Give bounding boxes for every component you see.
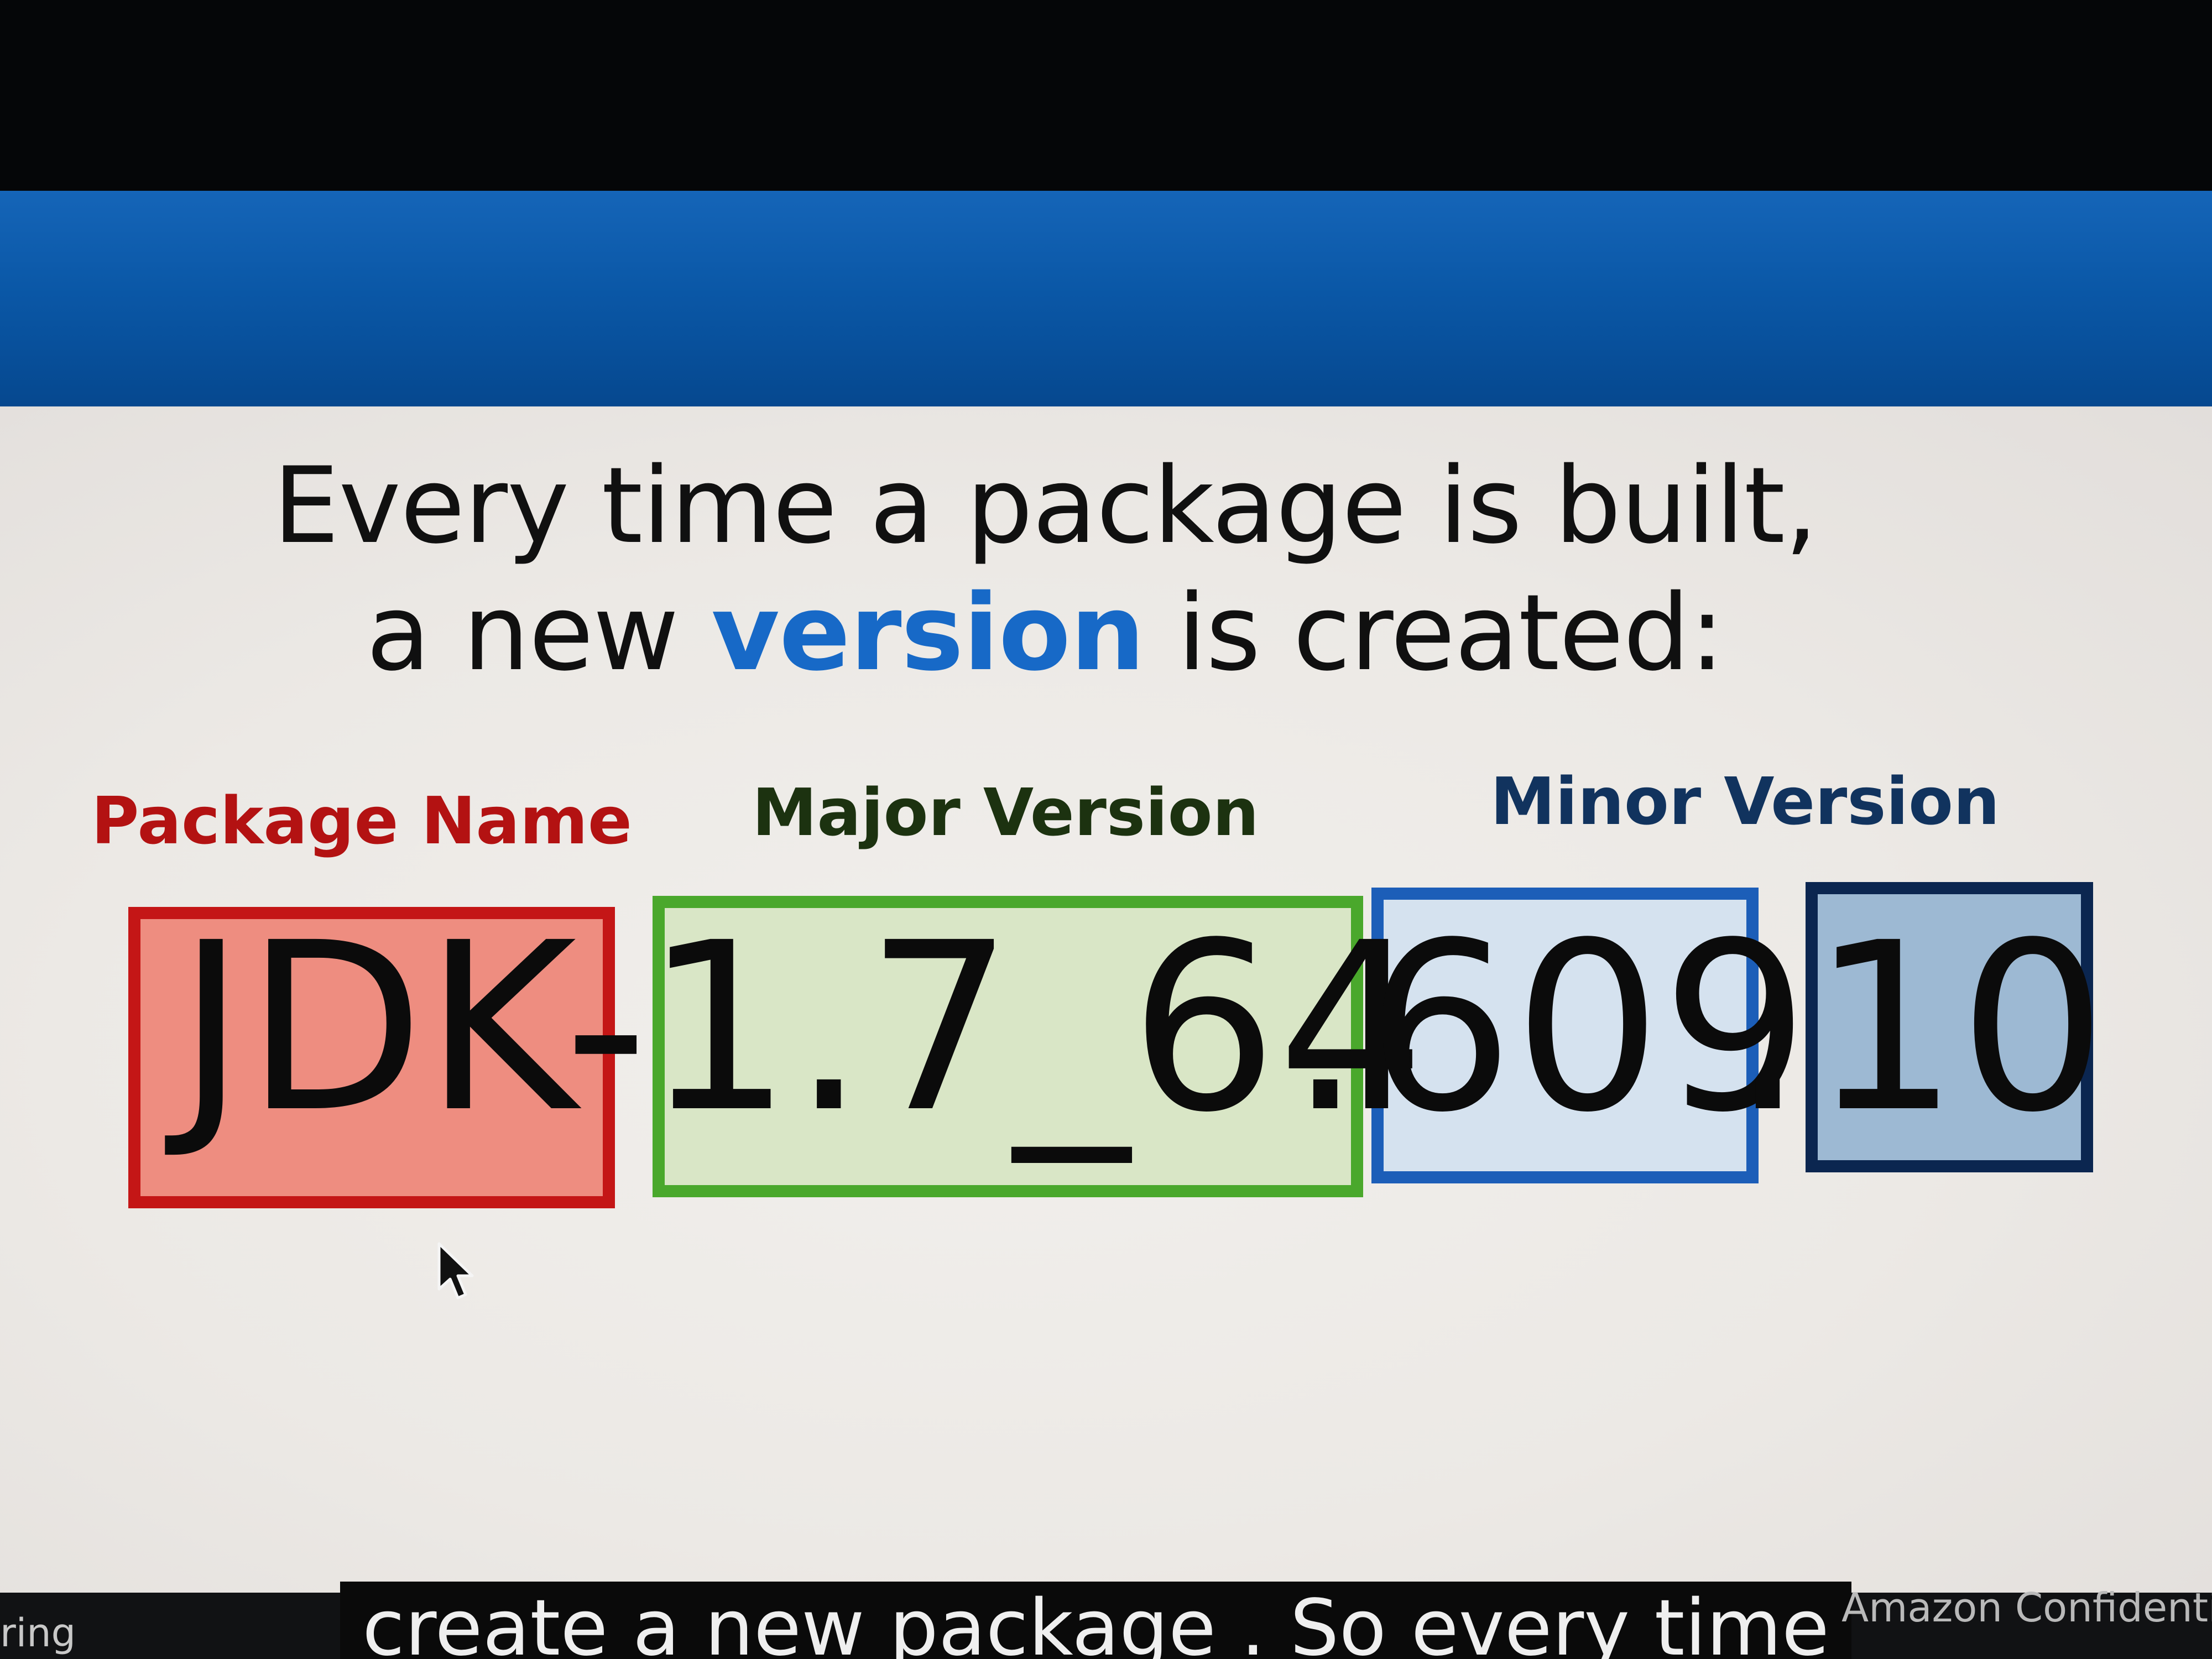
title-line-2-after: is created: — [1144, 572, 1725, 694]
slide-header-band — [0, 191, 2212, 420]
version-patch: 10 — [1811, 893, 2107, 1164]
slide-title: Every time a package is built, a new ver… — [0, 442, 2090, 697]
version-dot-1: . — [1288, 893, 1363, 1164]
title-line-2-before: a new — [366, 572, 712, 694]
mouse-pointer-icon — [437, 1242, 474, 1300]
title-accent-word: version — [711, 572, 1145, 694]
title-line-2: a new version is created: — [0, 570, 2090, 697]
minor-version-box — [1371, 888, 1759, 1183]
left-fragment-text: ring — [0, 1610, 76, 1656]
version-major: 1.7_64 — [644, 893, 1426, 1164]
minor-version-label: Minor Version — [1490, 763, 2000, 839]
version-minor: 609 — [1366, 893, 1809, 1164]
title-line-1: Every time a package is built, — [273, 445, 1818, 567]
subtitle-caption: create a new package . So every time — [340, 1582, 1851, 1659]
version-dash: - — [564, 893, 648, 1164]
version-package-name: JDK — [177, 893, 577, 1164]
package-name-box — [128, 907, 615, 1208]
patch-version-box — [1806, 882, 2093, 1172]
major-version-label: Major Version — [752, 774, 1259, 851]
confidential-footer: Amazon Confidentia — [1841, 1584, 2212, 1631]
package-name-label: Package Name — [91, 782, 632, 859]
major-version-box — [653, 896, 1363, 1197]
version-dot-2: . — [1731, 893, 1805, 1164]
